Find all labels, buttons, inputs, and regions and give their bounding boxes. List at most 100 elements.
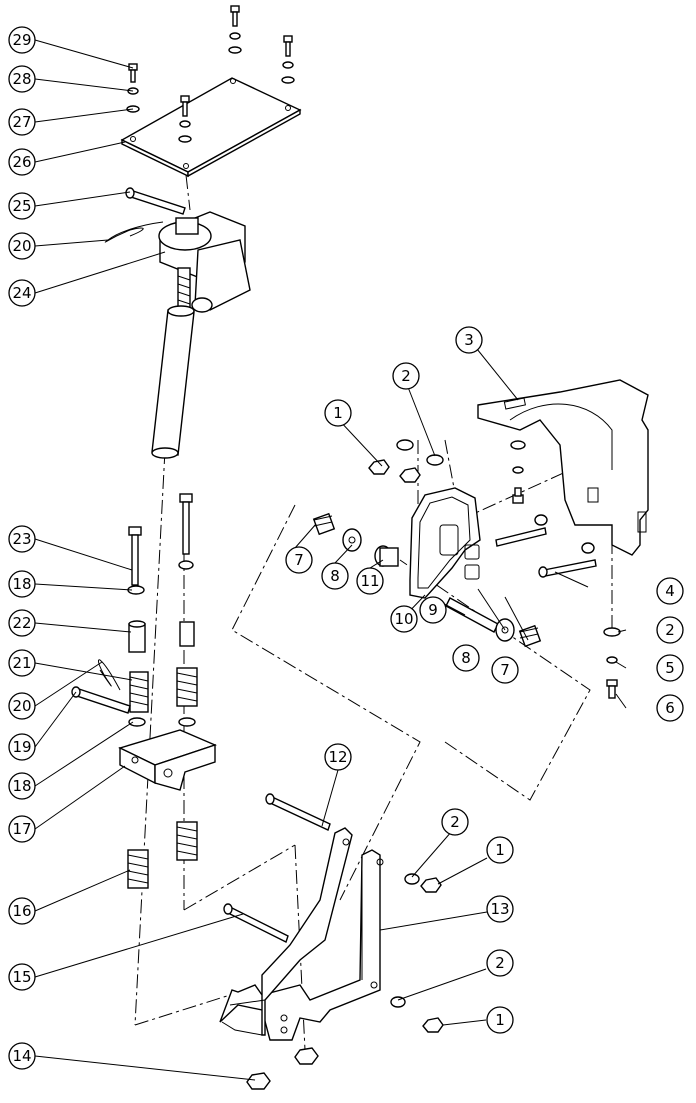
svg-text:10: 10 <box>394 610 413 628</box>
callout-3: 3 <box>455 326 483 354</box>
svg-text:6: 6 <box>665 699 675 717</box>
lower-right-hardware <box>603 627 621 699</box>
callout-12: 12 <box>324 743 352 771</box>
svg-text:5: 5 <box>665 659 675 677</box>
svg-text:20: 20 <box>12 237 31 255</box>
svg-text:26: 26 <box>12 153 31 171</box>
callout-1-pedal: 1 <box>324 399 352 427</box>
callout-25: 25 <box>8 192 36 220</box>
svg-text:18: 18 <box>12 777 31 795</box>
svg-text:18: 18 <box>12 575 31 593</box>
plate-bolts <box>126 5 295 143</box>
hairpin-clip-lower <box>97 659 121 691</box>
callout-11: 11 <box>356 567 384 595</box>
callout-29: 29 <box>8 26 36 54</box>
svg-text:23: 23 <box>12 530 31 548</box>
pedal-pad <box>409 487 481 599</box>
callout-26: 26 <box>8 148 36 176</box>
actuator-motor <box>158 211 251 313</box>
callout-9: 9 <box>419 596 447 624</box>
svg-text:17: 17 <box>12 820 31 838</box>
callout-1-bracket-upper: 1 <box>486 836 514 864</box>
svg-text:1: 1 <box>333 404 343 422</box>
svg-text:29: 29 <box>12 31 31 49</box>
leader-lines <box>34 39 627 1081</box>
top-plate <box>120 77 302 178</box>
svg-text:25: 25 <box>12 197 31 215</box>
callout-14: 14 <box>8 1042 36 1070</box>
pedal-axle <box>445 597 499 633</box>
callout-21: 21 <box>8 649 36 677</box>
callout-2-pedal: 2 <box>392 362 420 390</box>
bracket-nuts-washers <box>246 873 444 1090</box>
callout-20-lower: 20 <box>8 692 36 720</box>
callout-24: 24 <box>8 279 36 307</box>
svg-text:4: 4 <box>665 582 675 600</box>
svg-text:16: 16 <box>12 902 31 920</box>
callout-2-mount: 2 <box>656 616 684 644</box>
svg-text:27: 27 <box>12 113 31 131</box>
svg-text:19: 19 <box>12 738 31 756</box>
left-spring-lower <box>127 849 149 889</box>
svg-text:2: 2 <box>450 813 460 831</box>
svg-text:2: 2 <box>401 367 411 385</box>
callout-8-left: 8 <box>321 562 349 590</box>
lead-screw-tube <box>151 267 195 459</box>
callout-5: 5 <box>656 654 684 682</box>
svg-text:2: 2 <box>495 954 505 972</box>
callout-1-bracket-lower: 1 <box>486 1006 514 1034</box>
svg-text:12: 12 <box>328 748 347 766</box>
pedal-nuts <box>368 439 444 483</box>
svg-text:8: 8 <box>461 649 471 667</box>
mount-bracket <box>477 379 649 556</box>
svg-text:20: 20 <box>12 697 31 715</box>
callout-2-bracket-lower: 2 <box>486 949 514 977</box>
callout-28: 28 <box>8 65 36 93</box>
callout-8-right: 8 <box>452 644 480 672</box>
callout-7-right: 7 <box>491 656 519 684</box>
svg-text:7: 7 <box>294 551 304 569</box>
callout-18-upper: 18 <box>8 570 36 598</box>
callout-18-lower: 18 <box>8 772 36 800</box>
callout-19: 19 <box>8 733 36 761</box>
center-stack <box>176 493 198 861</box>
left-washer-lower <box>128 717 146 727</box>
clevis-pin <box>71 686 131 714</box>
clevis-bracket <box>118 729 217 791</box>
callout-27: 27 <box>8 108 36 136</box>
callout-17: 17 <box>8 815 36 843</box>
svg-text:21: 21 <box>12 654 31 672</box>
svg-text:28: 28 <box>12 70 31 88</box>
svg-text:15: 15 <box>12 968 31 986</box>
mount-hardware <box>495 440 597 578</box>
bracket-bolt-lower <box>223 903 289 943</box>
callout-2-bracket-upper: 2 <box>441 808 469 836</box>
svg-text:9: 9 <box>428 601 438 619</box>
callout-7-left: 7 <box>285 546 313 574</box>
svg-text:2: 2 <box>665 621 675 639</box>
callout-15: 15 <box>8 963 36 991</box>
svg-text:7: 7 <box>500 661 510 679</box>
callout-23: 23 <box>8 525 36 553</box>
hairpin-clip-upper <box>104 221 164 243</box>
callout-6: 6 <box>656 694 684 722</box>
svg-text:1: 1 <box>495 841 505 859</box>
callout-10: 10 <box>390 605 418 633</box>
left-stack <box>127 526 146 653</box>
callout-16: 16 <box>8 897 36 925</box>
callout-22: 22 <box>8 609 36 637</box>
left-spring-upper <box>129 671 149 713</box>
callout-20-upper: 20 <box>8 232 36 260</box>
svg-text:24: 24 <box>12 284 31 302</box>
pedal-bracket <box>219 827 384 1041</box>
svg-text:3: 3 <box>464 331 474 349</box>
svg-text:22: 22 <box>12 614 31 632</box>
pedal-spacer <box>374 545 399 567</box>
motor-pin <box>125 187 186 215</box>
callout-4: 4 <box>656 577 684 605</box>
svg-text:8: 8 <box>330 567 340 585</box>
bracket-bolt-upper <box>265 793 331 831</box>
svg-text:13: 13 <box>490 900 509 918</box>
callout-13: 13 <box>486 895 514 923</box>
